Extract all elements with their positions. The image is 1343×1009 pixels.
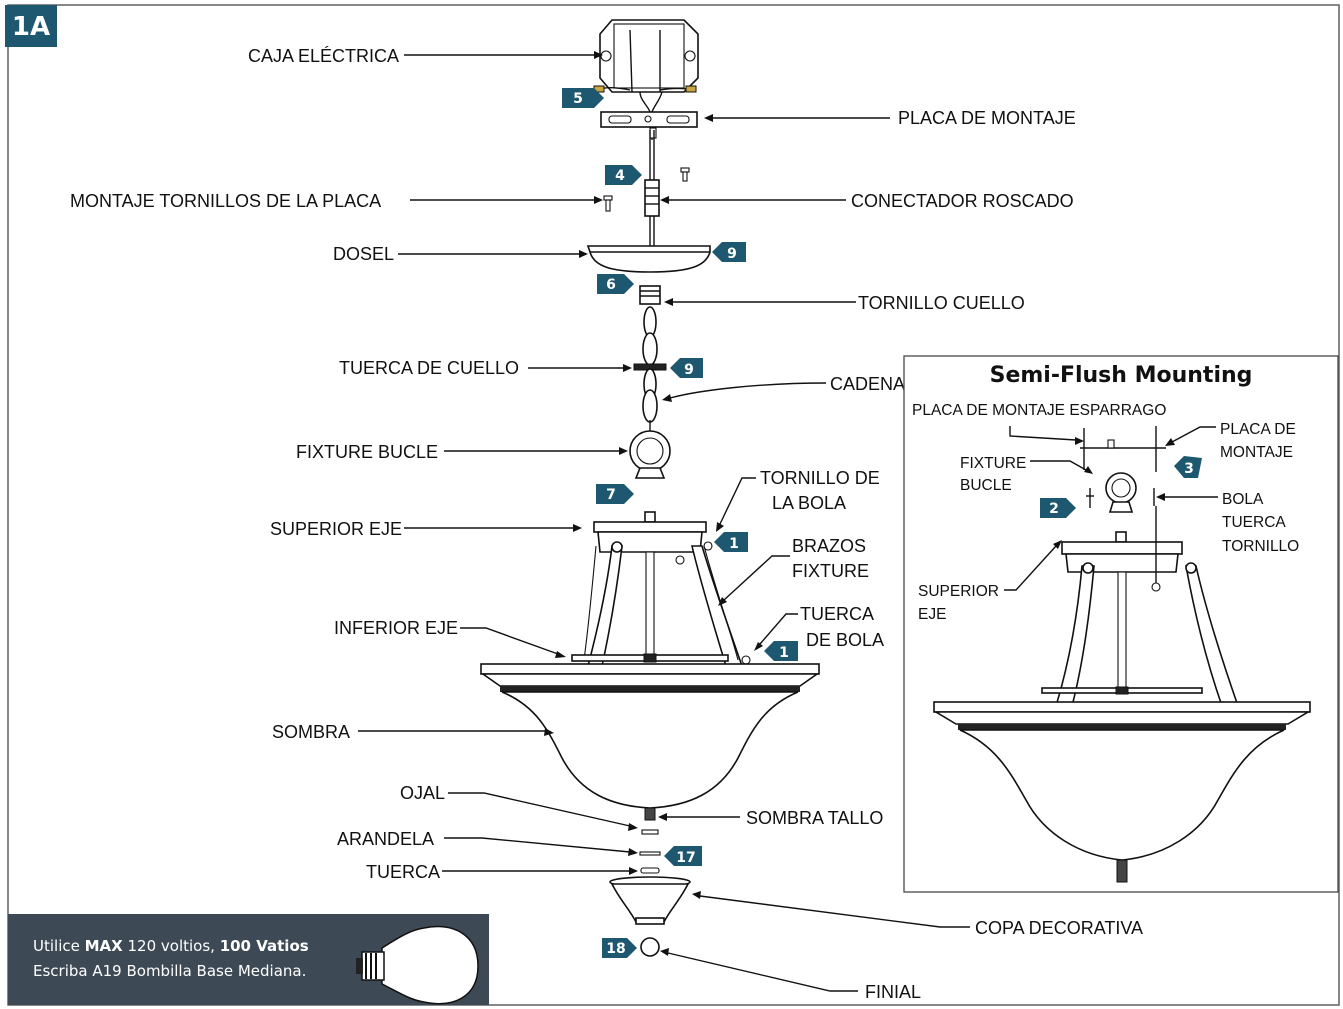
step-tag-17: 17 bbox=[664, 846, 702, 866]
finial-drawing bbox=[640, 937, 660, 957]
label-ojal: OJAL bbox=[400, 783, 445, 803]
inset-step-tag-3: 3 bbox=[1174, 456, 1202, 478]
label-tornillos-placa: MONTAJE TORNILLOS DE LA PLACA bbox=[70, 191, 381, 211]
canopy-drawing bbox=[586, 245, 711, 273]
svg-text:2: 2 bbox=[1049, 501, 1059, 517]
svg-text:4: 4 bbox=[615, 168, 625, 184]
label-dosel: DOSEL bbox=[333, 244, 394, 264]
label-brazos-1: BRAZOS bbox=[792, 536, 866, 556]
inset-label-bucle-2: BUCLE bbox=[960, 477, 1012, 494]
svg-text:9: 9 bbox=[684, 362, 694, 378]
figure-id-tag: 1A bbox=[5, 5, 57, 47]
shade-stem-parts-drawing bbox=[639, 807, 661, 874]
inset-label-bola-2: TUERCA bbox=[1222, 514, 1286, 531]
svg-text:17: 17 bbox=[676, 850, 695, 866]
chain-drawing bbox=[633, 306, 667, 432]
svg-text:3: 3 bbox=[1184, 461, 1194, 477]
shade-drawing bbox=[480, 663, 820, 809]
inset-label-placa-1: PLACA DE bbox=[1220, 421, 1296, 438]
label-tornillo-bola-1: TORNILLO DE bbox=[760, 468, 880, 488]
svg-text:6: 6 bbox=[606, 277, 616, 293]
note-line-2: Escriba A19 Bombilla Base Mediana. bbox=[33, 962, 306, 980]
junction-box-drawing bbox=[593, 19, 699, 113]
step-tag-9b: 9 bbox=[670, 358, 703, 378]
label-cadena: CADENA bbox=[830, 374, 905, 394]
step-tag-4: 4 bbox=[605, 165, 642, 185]
label-tornillo-bola-2: LA BOLA bbox=[772, 493, 846, 513]
label-sombra-tallo: SOMBRA TALLO bbox=[746, 808, 883, 828]
inset-label-esparrago: PLACA DE MONTAJE ESPARRAGO bbox=[912, 402, 1166, 419]
inset-label-placa-2: MONTAJE bbox=[1220, 444, 1293, 461]
inset-title: Semi-Flush Mounting bbox=[990, 363, 1253, 388]
inset-label-bucle-1: FIXTURE bbox=[960, 455, 1026, 472]
label-superior-eje: SUPERIOR EJE bbox=[270, 519, 402, 539]
label-tuerca-bola-1: TUERCA bbox=[800, 604, 874, 624]
svg-text:5: 5 bbox=[573, 91, 583, 107]
step-tag-9a: 9 bbox=[712, 242, 746, 262]
note-line-1: Utilice MAX 120 voltios, 100 Vatios bbox=[33, 937, 309, 955]
label-tornillo-cuello: TORNILLO CUELLO bbox=[858, 293, 1025, 313]
semi-flush-inset: Semi-Flush Mounting PLACA DE MONTAJE ESP… bbox=[903, 355, 1339, 893]
step-tag-18: 18 bbox=[602, 938, 637, 958]
inset-label-superior-1: SUPERIOR bbox=[918, 583, 999, 600]
plate-screws-drawing bbox=[603, 167, 690, 212]
inset-label-superior-2: EJE bbox=[918, 606, 946, 623]
label-inferior-eje: INFERIOR EJE bbox=[334, 618, 458, 638]
figure-frame bbox=[7, 4, 1340, 1006]
decorative-cup-drawing bbox=[609, 876, 691, 925]
svg-text:1: 1 bbox=[729, 536, 739, 552]
label-tuerca-cuello: TUERCA DE CUELLO bbox=[339, 358, 519, 378]
label-brazos-2: FIXTURE bbox=[792, 561, 869, 581]
label-copa-decorativa: COPA DECORATIVA bbox=[975, 918, 1143, 938]
label-caja-electrica: CAJA ELÉCTRICA bbox=[248, 46, 399, 66]
step-tag-5: 5 bbox=[562, 88, 604, 108]
bulb-note-panel: Utilice MAX 120 voltios, 100 Vatios Escr… bbox=[8, 914, 489, 1005]
neck-screw-drawing bbox=[639, 285, 661, 305]
fixture-loop-drawing bbox=[629, 430, 671, 479]
figure-id: 1A bbox=[12, 12, 50, 42]
step-tag-1a: 1 bbox=[714, 532, 748, 552]
inset-step-tag-2: 2 bbox=[1040, 498, 1076, 518]
label-fixture-bucle: FIXTURE BUCLE bbox=[296, 442, 438, 462]
step-tag-1b: 1 bbox=[764, 641, 798, 661]
leader-lines bbox=[358, 51, 970, 992]
svg-text:18: 18 bbox=[606, 941, 625, 957]
center-rod-drawing bbox=[571, 551, 751, 665]
mounting-plate-drawing bbox=[600, 111, 698, 140]
step-tag-6: 6 bbox=[597, 274, 634, 294]
threaded-connector-drawing bbox=[644, 179, 660, 248]
svg-text:9: 9 bbox=[727, 246, 737, 262]
svg-text:7: 7 bbox=[606, 487, 616, 503]
inset-label-bola-1: BOLA bbox=[1222, 491, 1264, 508]
svg-text:1: 1 bbox=[779, 645, 789, 661]
label-sombra: SOMBRA bbox=[272, 722, 350, 742]
step-tag-7: 7 bbox=[596, 484, 634, 504]
fixture-arms-drawing bbox=[583, 541, 744, 667]
label-tuerca: TUERCA bbox=[366, 862, 440, 882]
inset-label-bola-3: TORNILLO bbox=[1222, 538, 1299, 555]
label-tuerca-bola-2: DE BOLA bbox=[806, 630, 884, 650]
label-finial: FINIAL bbox=[865, 982, 921, 1002]
label-placa-montaje: PLACA DE MONTAJE bbox=[898, 108, 1076, 128]
upper-axis-drawing bbox=[593, 511, 713, 565]
light-bulb-icon bbox=[356, 925, 479, 1005]
label-conectador: CONECTADOR ROSCADO bbox=[851, 191, 1074, 211]
label-arandela: ARANDELA bbox=[337, 829, 434, 849]
